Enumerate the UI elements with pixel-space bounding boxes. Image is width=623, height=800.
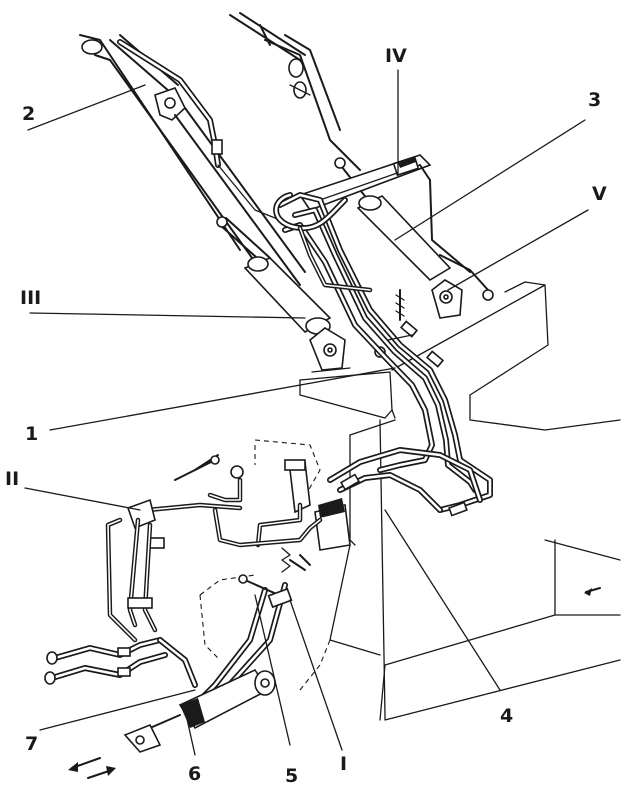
callout-7: 7	[25, 733, 38, 755]
callout-1: 1	[25, 423, 38, 445]
left-hoses	[44, 637, 168, 685]
left-pipes	[105, 454, 323, 643]
callout-5: 5	[285, 765, 298, 787]
callout-4: 4	[500, 705, 513, 727]
tractor-body	[299, 281, 621, 721]
callout-iv: IV	[385, 45, 407, 67]
cylinder-iii	[216, 216, 386, 373]
upper-linkage	[79, 34, 306, 286]
callout-2: 2	[22, 103, 35, 125]
callout-3: 3	[588, 89, 601, 111]
leader-lines	[24, 69, 589, 756]
callout-ii: II	[5, 468, 19, 490]
callout-v: V	[592, 183, 607, 205]
upper-right-rod	[229, 12, 361, 171]
bottom-cylinder	[123, 668, 276, 753]
main-hoses	[273, 192, 493, 517]
direction-arrows-icon	[68, 757, 116, 779]
callout-i: I	[340, 753, 347, 775]
callout-iii: III	[20, 287, 41, 309]
callout-6: 6	[188, 763, 201, 785]
cylinder-v	[334, 157, 494, 319]
callouts: 2 IV 3 V III 1 II 4 7 6 5 I	[5, 45, 607, 787]
distributor-block	[255, 459, 351, 551]
valve-stem	[387, 289, 413, 341]
